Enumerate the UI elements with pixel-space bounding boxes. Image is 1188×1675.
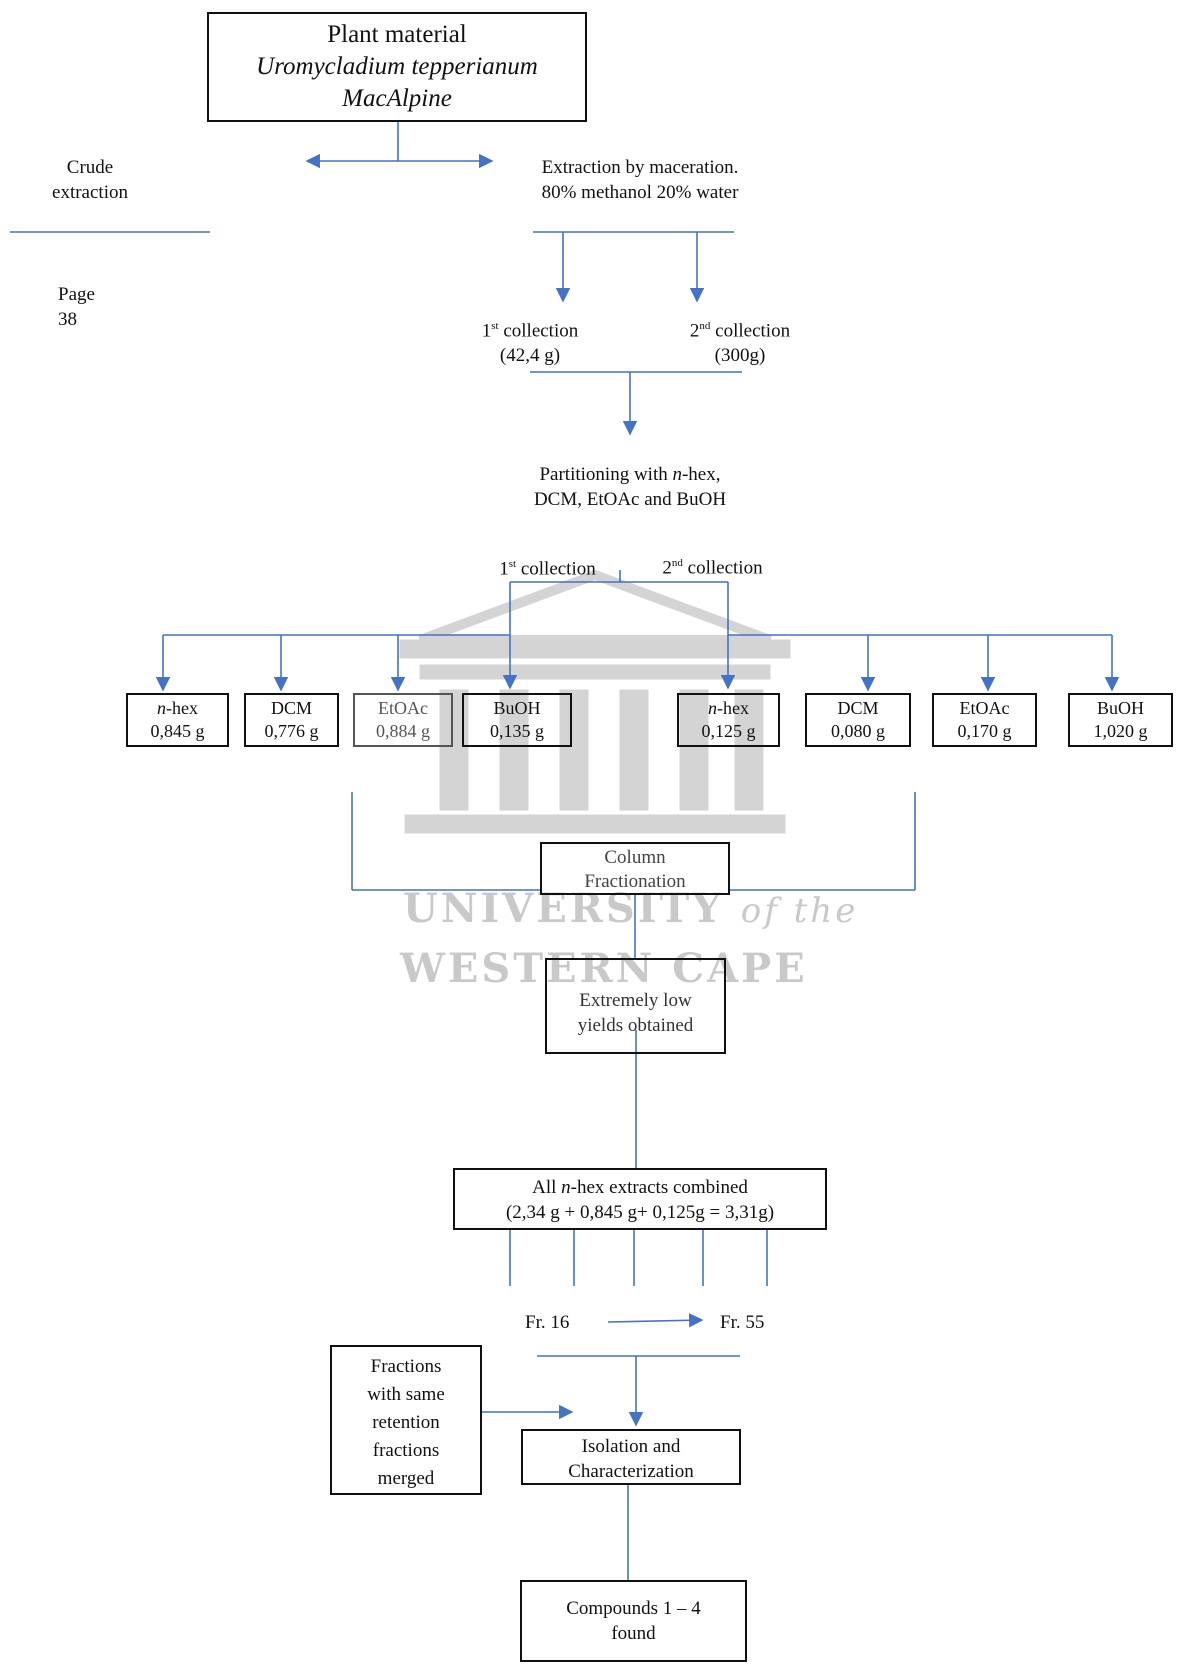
- first-collection-label: 1st collection (42,4 g): [481, 320, 579, 367]
- second-collection-label: 2nd collection (300g): [689, 320, 791, 367]
- partitioning-label: Partitioning with n-hex, DCM, EtOAc and …: [533, 464, 727, 510]
- watermark-university: UNIVERSITY of the: [403, 885, 859, 932]
- combined-extracts-box: All n-hex extracts combined (2,34 g + 0,…: [453, 1168, 827, 1230]
- fraction-end-label: Fr. 55: [720, 1312, 765, 1333]
- extraction-label: Extraction by maceration.80% methanol 20…: [541, 157, 739, 203]
- split-first-collection: 1st collection: [499, 558, 596, 580]
- species-author: MacAlpine: [342, 85, 452, 112]
- species-name: Uromycladium tepperianum: [256, 53, 538, 80]
- watermark-western-cape: WESTERN CAPE: [400, 945, 808, 992]
- split-second-collection: 2nd collection: [662, 557, 763, 579]
- plant-material-label: Plant material: [327, 21, 467, 48]
- fraction-start-label: Fr. 16: [525, 1312, 570, 1333]
- plant-material-box: Plant material Uromycladium tepperianum …: [207, 12, 587, 122]
